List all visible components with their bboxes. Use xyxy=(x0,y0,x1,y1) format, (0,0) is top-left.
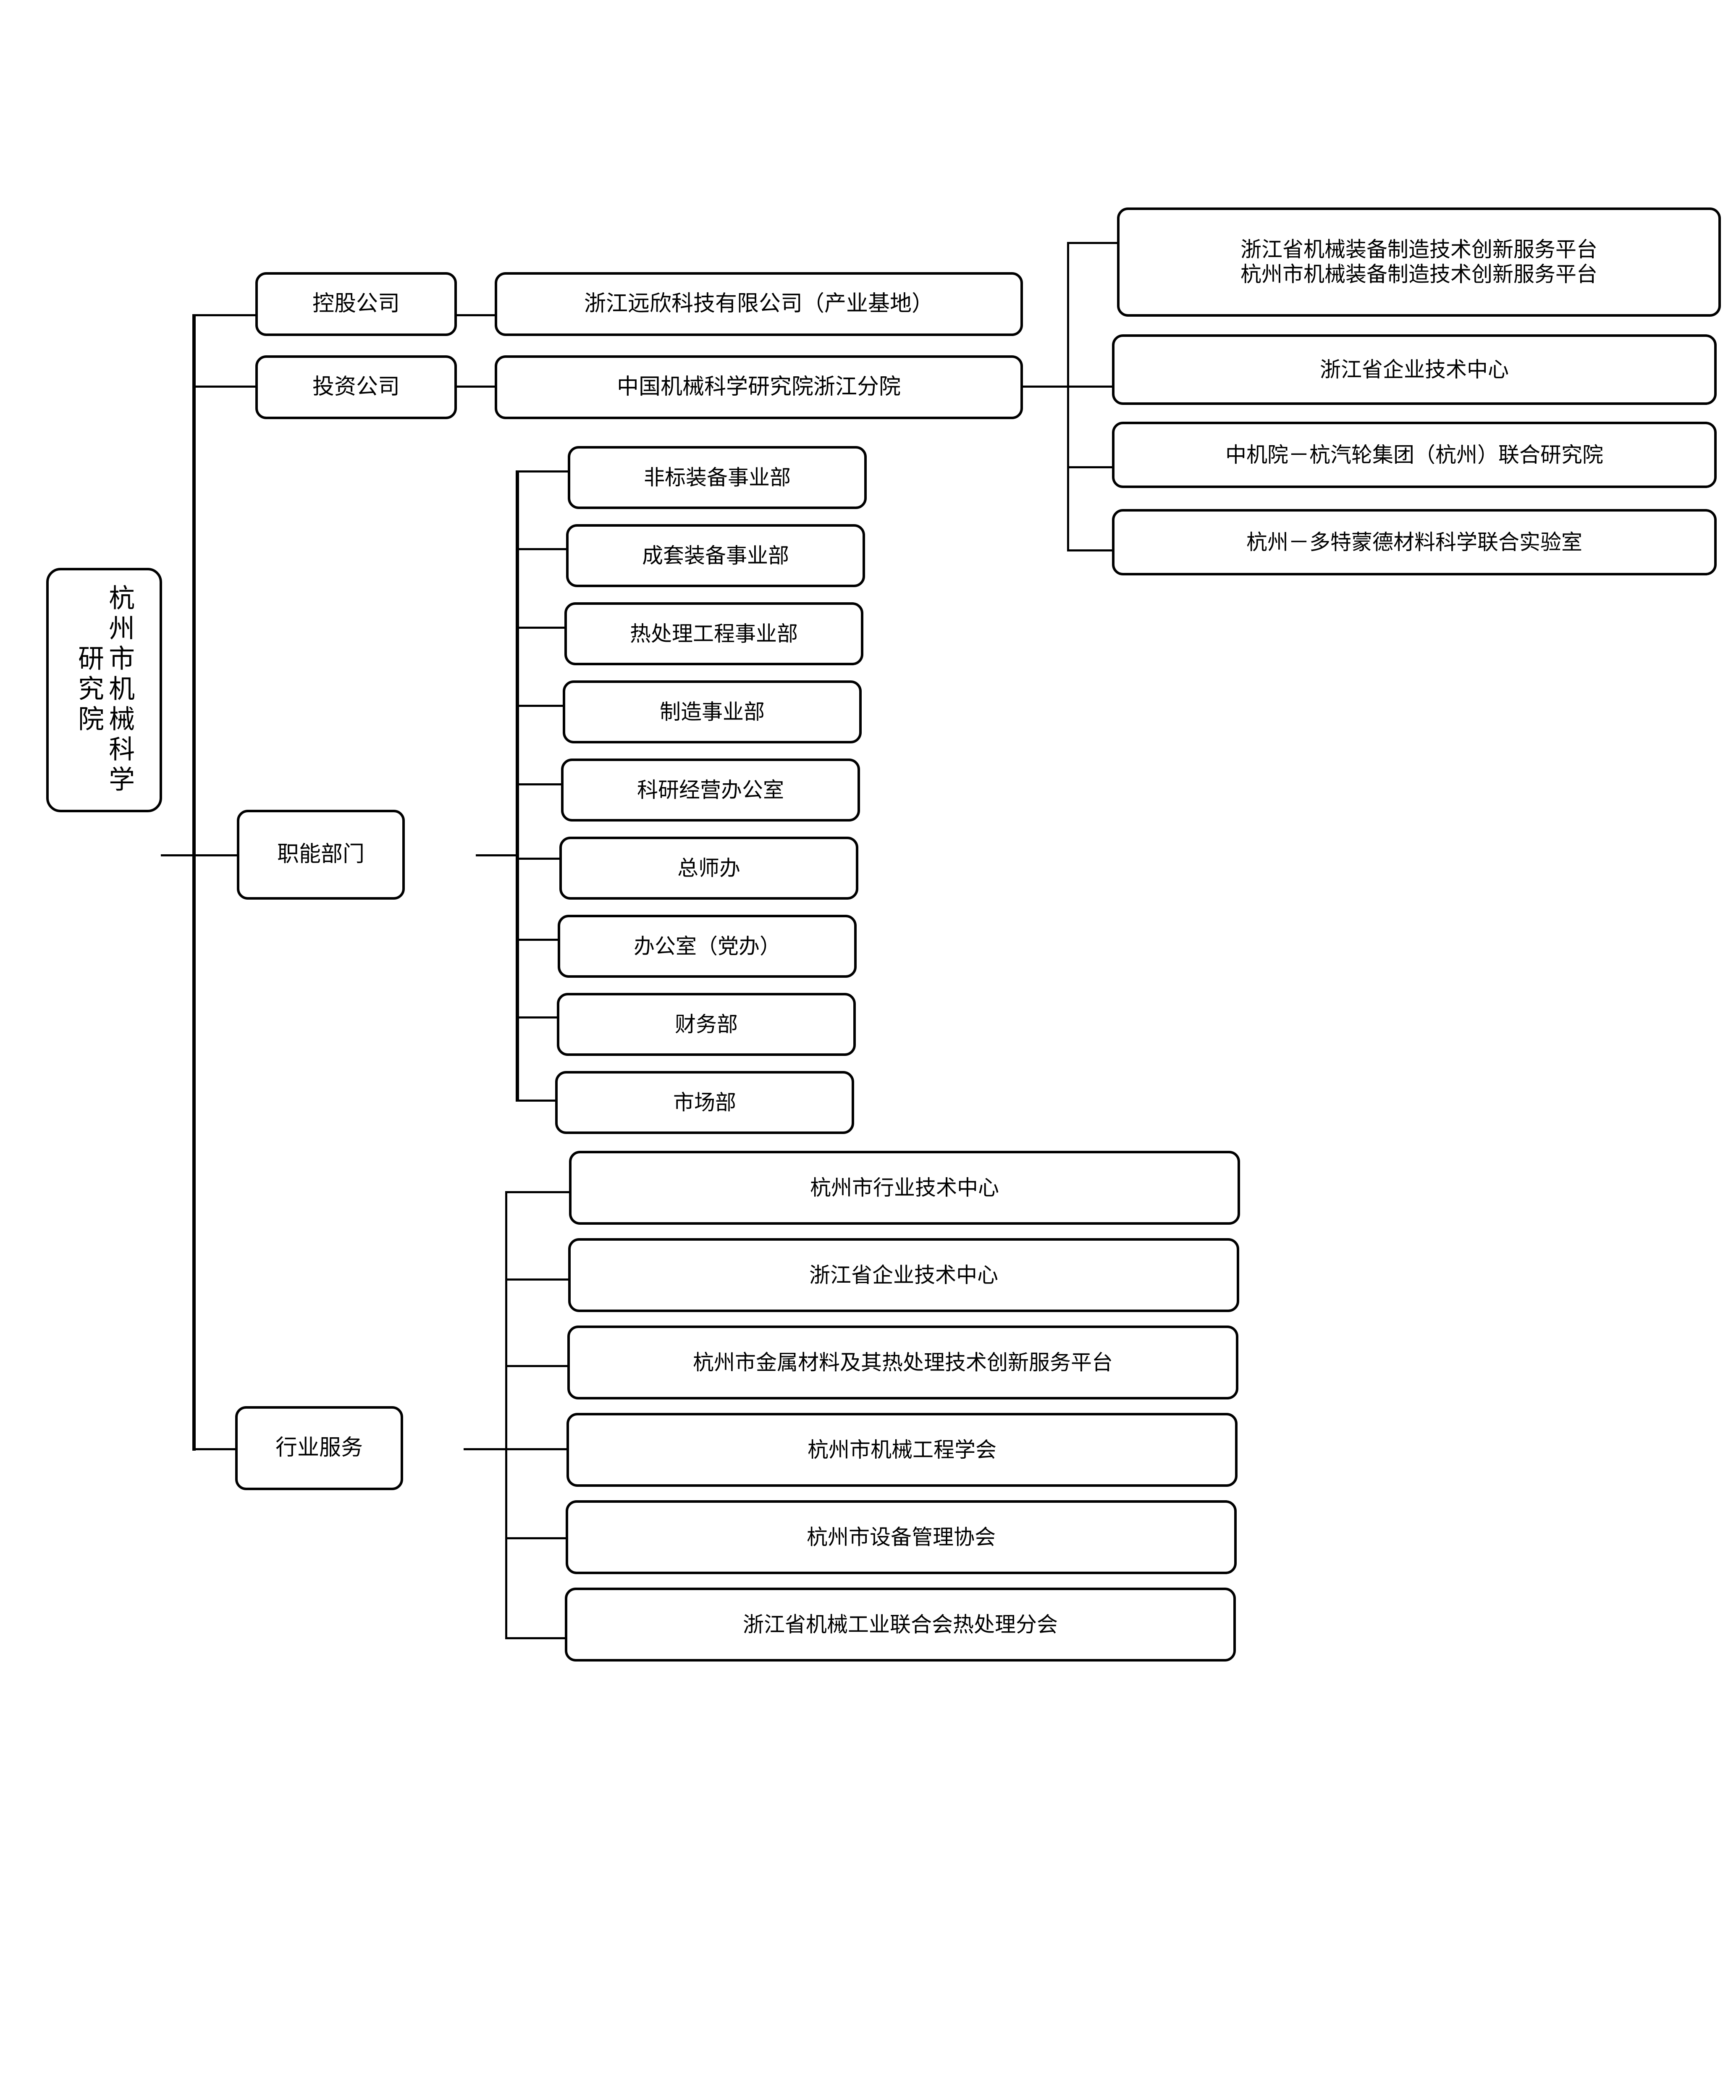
connector-right-spine-to-platform-4 xyxy=(1067,549,1118,551)
service-node-5[interactable]: 杭州市设备管理协会 xyxy=(566,1500,1237,1574)
service-node-3-label: 杭州市金属材料及其热处理技术创新服务平台 xyxy=(693,1350,1113,1375)
connector-dept-stub-6 xyxy=(516,858,563,860)
service-node-1-label: 杭州市行业技术中心 xyxy=(810,1175,999,1200)
service-node-2[interactable]: 浙江省企业技术中心 xyxy=(568,1238,1239,1312)
connector-spine-to-investment xyxy=(192,386,256,388)
connector-service-stub-4 xyxy=(505,1448,567,1450)
connector-dept-stub-7 xyxy=(516,939,561,941)
department-node-4-label: 制造事业部 xyxy=(660,699,765,724)
subsidiary-holding-company[interactable]: 浙江远欣科技有限公司（产业基地） xyxy=(495,272,1023,336)
service-node-4-label: 杭州市机械工程学会 xyxy=(808,1437,996,1462)
department-node-5[interactable]: 科研经营办公室 xyxy=(561,759,860,822)
subsidiary-holding-company-label: 浙江远欣科技有限公司（产业基地） xyxy=(584,291,934,317)
service-node-2-label: 浙江省企业技术中心 xyxy=(809,1263,998,1287)
branch-industry-service[interactable]: 行业服务 xyxy=(235,1406,403,1490)
connector-functional-to-dept-spine xyxy=(476,854,518,856)
connector-holding-to-company xyxy=(456,314,496,316)
department-node-8-label: 财务部 xyxy=(675,1012,738,1037)
right-column-spine xyxy=(1067,242,1069,551)
connector-service-stub-2 xyxy=(505,1278,568,1281)
branch-investment-label: 投资公司 xyxy=(312,374,400,400)
connector-right-spine-to-platform-3 xyxy=(1067,466,1118,468)
connector-right-spine-to-platform-1 xyxy=(1067,242,1118,244)
department-node-2[interactable]: 成套装备事业部 xyxy=(566,524,865,587)
department-node-5-label: 科研经营办公室 xyxy=(637,777,784,802)
branch-holding-label: 控股公司 xyxy=(312,291,400,317)
department-node-9[interactable]: 市场部 xyxy=(555,1071,854,1134)
connector-dept-stub-3 xyxy=(516,627,568,629)
department-node-7-label: 办公室（党办） xyxy=(634,934,781,958)
platform-node-2-label: 浙江省企业技术中心 xyxy=(1320,357,1509,382)
department-node-6-label: 总师办 xyxy=(677,856,740,880)
branch-investment[interactable]: 投资公司 xyxy=(255,355,457,419)
service-node-3[interactable]: 杭州市金属材料及其热处理技术创新服务平台 xyxy=(567,1326,1238,1399)
department-node-6[interactable]: 总师办 xyxy=(559,837,858,900)
connector-service-stub-6 xyxy=(505,1637,566,1639)
connector-dept-stub-8 xyxy=(516,1016,560,1018)
platform-node-4-label: 杭州－多特蒙德材料科学联合实验室 xyxy=(1246,530,1582,554)
connector-investment-to-branch xyxy=(456,386,496,388)
branch-holding[interactable]: 控股公司 xyxy=(255,272,457,336)
connector-dept-stub-2 xyxy=(516,548,569,550)
connector-service-stub-1 xyxy=(505,1191,569,1193)
department-node-2-label: 成套装备事业部 xyxy=(642,543,789,568)
branch-functional[interactable]: 职能部门 xyxy=(237,810,405,900)
platform-node-2[interactable]: 浙江省企业技术中心 xyxy=(1112,334,1717,405)
connector-spine-to-functional xyxy=(192,854,238,856)
platform-node-1-label: 浙江省机械装备制造技术创新服务平台 杭州市机械装备制造技术创新服务平台 xyxy=(1240,237,1597,286)
department-node-3[interactable]: 热处理工程事业部 xyxy=(564,602,863,665)
connector-dept-stub-4 xyxy=(516,705,566,707)
department-spine xyxy=(516,470,519,1101)
service-spine xyxy=(505,1191,507,1639)
branch-industry-service-label: 行业服务 xyxy=(275,1435,363,1461)
service-node-1[interactable]: 杭州市行业技术中心 xyxy=(569,1151,1240,1225)
department-node-7[interactable]: 办公室（党办） xyxy=(558,915,857,978)
platform-node-3[interactable]: 中机院－杭汽轮集团（杭州）联合研究院 xyxy=(1112,422,1717,488)
connector-dept-stub-1 xyxy=(516,470,569,472)
connector-branch-to-right-spine xyxy=(1021,386,1069,388)
service-node-4[interactable]: 杭州市机械工程学会 xyxy=(566,1413,1238,1487)
department-node-9-label: 市场部 xyxy=(673,1090,736,1115)
department-node-3-label: 热处理工程事业部 xyxy=(630,621,798,646)
connector-dept-stub-9 xyxy=(516,1100,559,1102)
connector-spine-to-holding xyxy=(192,314,256,316)
connector-spine-to-industry-service xyxy=(192,1448,238,1450)
connector-service-to-spine xyxy=(464,1448,507,1450)
platform-node-1[interactable]: 浙江省机械装备制造技术创新服务平台 杭州市机械装备制造技术创新服务平台 xyxy=(1117,207,1721,317)
service-node-6[interactable]: 浙江省机械工业联合会热处理分会 xyxy=(565,1588,1236,1662)
subsidiary-investment-company[interactable]: 中国机械科学研究院浙江分院 xyxy=(495,355,1023,419)
service-node-6-label: 浙江省机械工业联合会热处理分会 xyxy=(743,1612,1058,1637)
service-node-5-label: 杭州市设备管理协会 xyxy=(807,1525,996,1549)
root-node-label: 杭州市机械科学研究院 xyxy=(73,584,135,796)
connector-right-spine-to-platform-2 xyxy=(1067,386,1118,388)
connector-service-stub-3 xyxy=(505,1365,568,1367)
department-node-1[interactable]: 非标装备事业部 xyxy=(568,446,867,509)
root-node[interactable]: 杭州市机械科学研究院 xyxy=(46,568,162,812)
department-node-8[interactable]: 财务部 xyxy=(557,993,856,1056)
platform-node-4[interactable]: 杭州－多特蒙德材料科学联合实验室 xyxy=(1112,509,1717,575)
department-node-1-label: 非标装备事业部 xyxy=(644,465,791,490)
connector-root-to-spine xyxy=(161,854,194,856)
subsidiary-investment-company-label: 中国机械科学研究院浙江分院 xyxy=(616,374,901,400)
branch-functional-label: 职能部门 xyxy=(277,842,365,867)
connector-service-stub-5 xyxy=(505,1537,566,1539)
department-node-4[interactable]: 制造事业部 xyxy=(563,680,862,743)
main-spine xyxy=(192,314,196,1451)
platform-node-3-label: 中机院－杭汽轮集团（杭州）联合研究院 xyxy=(1225,442,1603,467)
connector-dept-stub-5 xyxy=(516,783,564,785)
